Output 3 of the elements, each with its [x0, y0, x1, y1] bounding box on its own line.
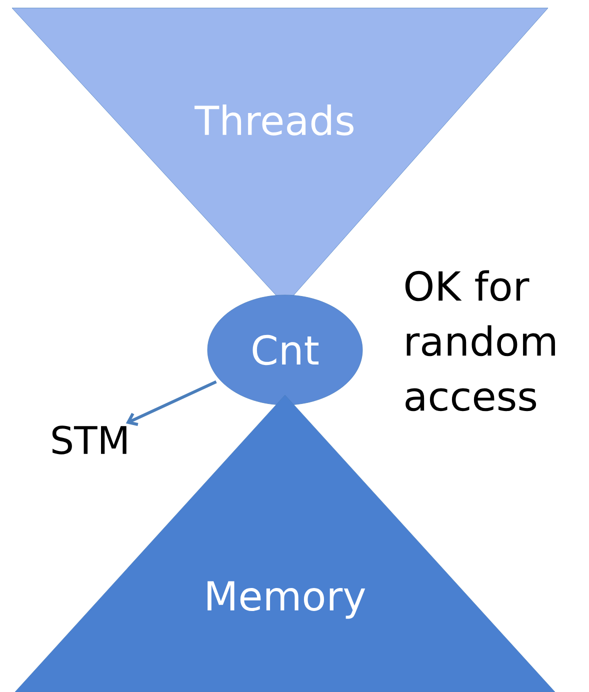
ellipse-node: Cnt [207, 294, 363, 406]
arrow [126, 380, 217, 426]
text-label: STM [52, 426, 126, 454]
